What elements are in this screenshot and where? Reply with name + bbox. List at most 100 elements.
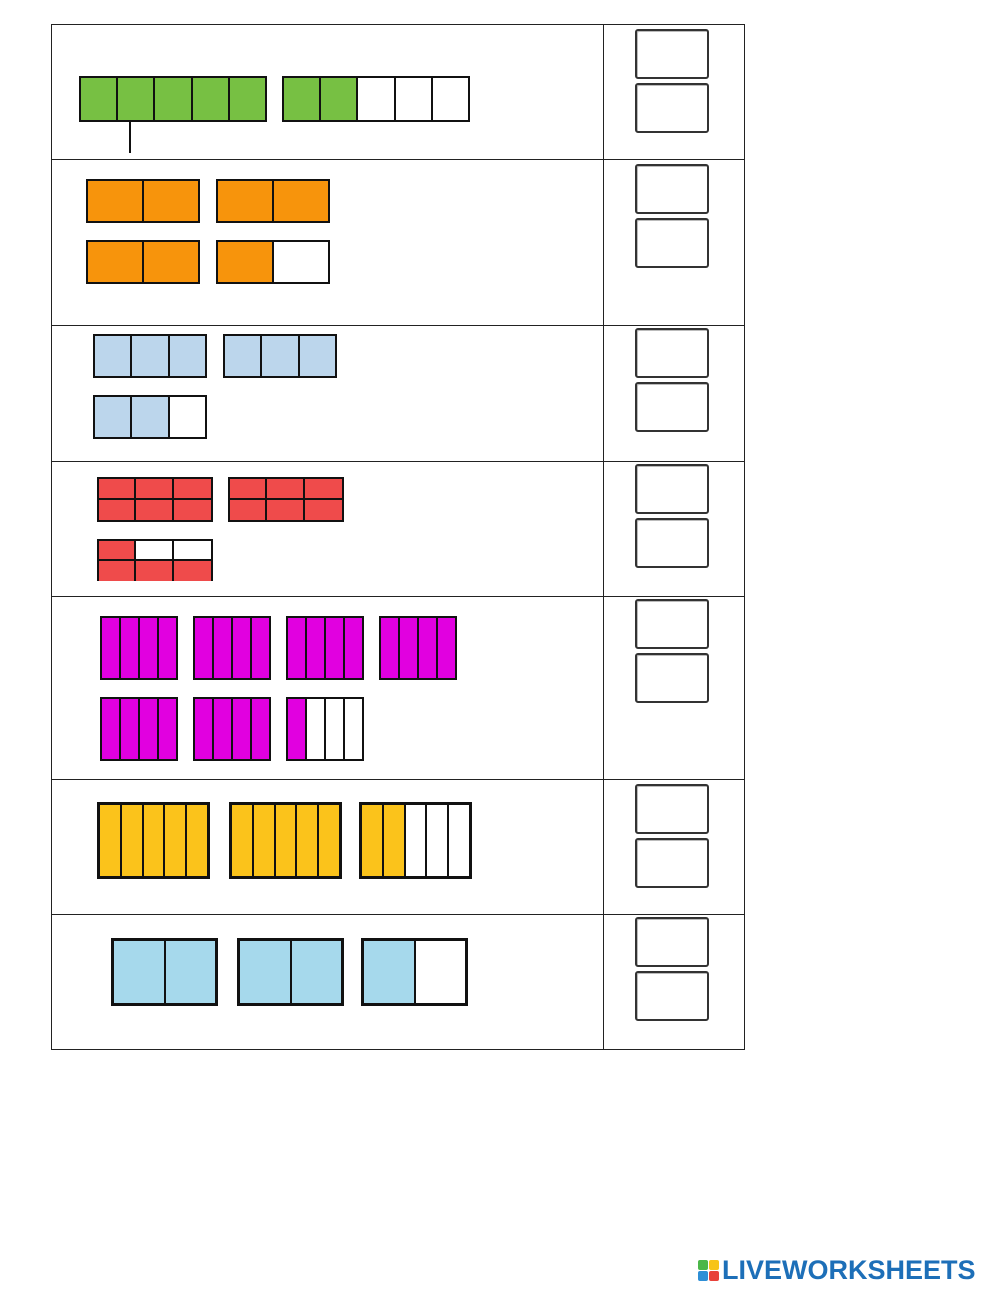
- fraction-bar: [282, 76, 470, 122]
- bar-part: [121, 618, 140, 678]
- answer-fraction: [635, 599, 711, 703]
- bar-part: [102, 618, 121, 678]
- bar-part: [132, 336, 170, 376]
- fraction-bar: [223, 334, 337, 378]
- fraction-bar: [97, 477, 213, 522]
- liveworksheets-logo: LIVEWORKSHEETS: [698, 1255, 976, 1286]
- denominator-input[interactable]: [635, 838, 709, 888]
- fraction-bar: [229, 802, 342, 879]
- bar-part: [136, 499, 174, 520]
- fraction-bar: [361, 938, 468, 1006]
- bar-part: [132, 397, 170, 437]
- bar-part: [169, 397, 205, 437]
- denominator-input[interactable]: [635, 83, 709, 133]
- bar-part: [88, 242, 144, 282]
- bar-part: [291, 941, 341, 1003]
- bar-part: [319, 805, 339, 876]
- bar-part: [304, 499, 342, 520]
- bar-part: [214, 618, 233, 678]
- row-red: [52, 462, 744, 597]
- fraction-bar: [193, 697, 271, 761]
- bar-part: [169, 336, 205, 376]
- denominator-input[interactable]: [635, 971, 709, 1021]
- bar-part: [195, 618, 214, 678]
- denominator-input[interactable]: [635, 218, 709, 268]
- row-skyblue: [52, 915, 744, 1049]
- numerator-input[interactable]: [635, 164, 709, 214]
- brand-name: LIVEWORKSHEETS: [722, 1255, 976, 1285]
- bar-start-mark: [129, 95, 131, 153]
- bar-part: [405, 805, 428, 876]
- bar-part: [136, 561, 174, 581]
- bar-part: [253, 805, 276, 876]
- bar-part: [218, 242, 274, 282]
- bar-part: [274, 181, 328, 221]
- bar-part: [229, 78, 266, 120]
- bar-part: [326, 618, 345, 678]
- row-green: [52, 25, 744, 160]
- answer-fraction: [635, 917, 711, 1021]
- numerator-input[interactable]: [635, 599, 709, 649]
- figures-orange: [52, 160, 592, 325]
- fraction-bar: [286, 616, 364, 680]
- bar-part: [165, 805, 188, 876]
- logo-square: [709, 1271, 719, 1281]
- bar-part: [395, 78, 433, 120]
- denominator-input[interactable]: [635, 382, 709, 432]
- bar-part: [449, 805, 469, 876]
- bar-part: [187, 805, 207, 876]
- numerator-input[interactable]: [635, 328, 709, 378]
- bar-part: [143, 805, 166, 876]
- bar-part: [102, 699, 121, 759]
- fraction-bar: [93, 395, 207, 439]
- bar-part: [218, 181, 274, 221]
- bar-part: [144, 242, 198, 282]
- answer-fraction: [635, 464, 711, 568]
- fraction-bar: [111, 938, 218, 1006]
- numerator-input[interactable]: [635, 784, 709, 834]
- fraction-bar: [100, 616, 178, 680]
- bar-part: [195, 699, 214, 759]
- denominator-input[interactable]: [635, 518, 709, 568]
- logo-square: [709, 1260, 719, 1270]
- bar-part: [321, 78, 359, 120]
- fraction-bar: [97, 539, 213, 581]
- denominator-input[interactable]: [635, 653, 709, 703]
- fraction-bar: [97, 802, 210, 879]
- bar-part: [299, 336, 335, 376]
- bar-part: [364, 941, 416, 1003]
- bar-part: [274, 242, 328, 282]
- bar-part: [345, 699, 362, 759]
- bar-part: [252, 618, 269, 678]
- row-yellow: [52, 780, 744, 915]
- bar-part: [173, 561, 211, 581]
- bar-part: [288, 699, 307, 759]
- fraction-bar: [93, 334, 207, 378]
- numerator-input[interactable]: [635, 917, 709, 967]
- column-divider: [603, 25, 604, 1049]
- bar-part: [173, 541, 211, 561]
- row-orange: [52, 160, 744, 326]
- bar-part: [233, 618, 252, 678]
- liveworksheets-logo-icon: [698, 1260, 719, 1281]
- fraction-bar: [379, 616, 457, 680]
- fraction-bar: [193, 616, 271, 680]
- bar-part: [358, 78, 396, 120]
- fraction-bar: [286, 697, 364, 761]
- bar-part: [267, 499, 305, 520]
- logo-square: [698, 1260, 708, 1270]
- bar-part: [81, 78, 119, 120]
- bar-part: [144, 181, 198, 221]
- fraction-bar: [79, 76, 267, 122]
- fraction-bar: [216, 179, 330, 223]
- bar-part: [140, 699, 159, 759]
- figures-red: [52, 462, 592, 596]
- figures-lightblue: [52, 326, 592, 461]
- bar-part: [88, 181, 144, 221]
- bar-part: [99, 541, 137, 561]
- numerator-input[interactable]: [635, 29, 709, 79]
- numerator-input[interactable]: [635, 464, 709, 514]
- row-lightblue: [52, 326, 744, 462]
- answer-fraction: [635, 328, 711, 432]
- bar-part: [304, 479, 342, 500]
